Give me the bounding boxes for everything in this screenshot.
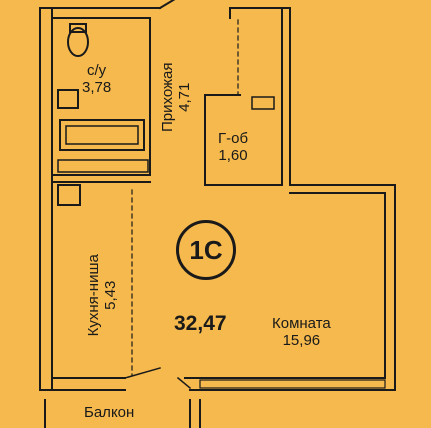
label-hallway: Прихожая 4,71 bbox=[159, 57, 194, 137]
closet-unit bbox=[251, 96, 275, 110]
apartment-type: 1С bbox=[189, 234, 223, 265]
kitchen-counter bbox=[57, 159, 149, 173]
sink bbox=[57, 89, 79, 109]
kitchen-sink bbox=[57, 184, 81, 206]
kitchen-area: 5,43 bbox=[102, 280, 119, 310]
window-bottom bbox=[199, 379, 386, 389]
living-area: 15,96 bbox=[282, 332, 321, 350]
bathtub bbox=[59, 119, 145, 151]
hallway-name: Прихожая bbox=[158, 62, 176, 133]
closet-area: 1,60 bbox=[218, 147, 248, 165]
apartment-type-badge: 1С bbox=[176, 220, 236, 280]
balcony-name: Балкон bbox=[84, 404, 135, 421]
label-closet: Г-об 1,60 bbox=[218, 130, 248, 165]
hallway-area: 4,71 bbox=[176, 82, 193, 112]
label-kitchen: Кухня-ниша 5,43 bbox=[85, 243, 120, 347]
kitchen-name: Кухня-ниша bbox=[84, 254, 102, 337]
bathroom-area: 3,78 bbox=[82, 79, 112, 97]
label-bathroom: с/у 3,78 bbox=[82, 62, 111, 97]
total-area: 32,47 bbox=[174, 312, 227, 335]
door-swing-right bbox=[176, 376, 192, 390]
door-swing-left bbox=[124, 367, 161, 379]
living-name: Комната bbox=[272, 315, 331, 332]
bathroom-name: с/у bbox=[87, 62, 107, 79]
closet-name: Г-об bbox=[218, 130, 249, 147]
wall-top-slant bbox=[158, 0, 176, 10]
label-balcony: Балкон bbox=[84, 404, 134, 421]
toilet-tank bbox=[69, 23, 87, 33]
bathtub-inner bbox=[65, 125, 139, 145]
label-living: Комната 15,96 bbox=[272, 315, 331, 350]
toilet-bowl bbox=[67, 27, 89, 57]
